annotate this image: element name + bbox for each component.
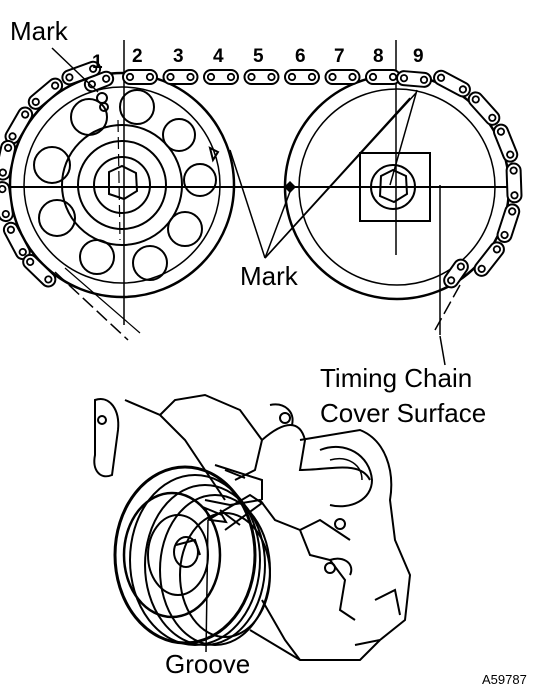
chain-link bbox=[492, 123, 519, 163]
link-numbers: 1 2 3 4 5 6 7 8 9 bbox=[92, 46, 424, 73]
chain-link bbox=[122, 69, 158, 85]
figure-code: A59787 bbox=[482, 672, 527, 687]
chain-link bbox=[4, 106, 34, 145]
link-number-8: 8 bbox=[373, 46, 384, 67]
chain-link bbox=[27, 77, 64, 110]
chain-link bbox=[505, 162, 523, 204]
chain-link bbox=[365, 69, 401, 85]
groove-label: Groove bbox=[165, 649, 250, 679]
chain-link bbox=[203, 69, 239, 85]
chain-link bbox=[243, 69, 280, 85]
engine-block-outline bbox=[93, 393, 412, 661]
chain-link bbox=[443, 258, 469, 289]
link-number-3: 3 bbox=[173, 46, 184, 67]
timing-chain-label: Timing Chain bbox=[320, 363, 472, 393]
mark-label-top: Mark bbox=[10, 16, 69, 46]
mark-label-center: Mark bbox=[240, 261, 299, 291]
link-number-4: 4 bbox=[213, 46, 224, 67]
link-number-6: 6 bbox=[295, 46, 306, 67]
chain-link bbox=[284, 69, 320, 85]
chain-link bbox=[0, 139, 17, 181]
link-number-2: 2 bbox=[132, 46, 143, 67]
chain-link bbox=[2, 221, 31, 261]
chain-link bbox=[395, 70, 433, 88]
timing-chain bbox=[0, 60, 523, 289]
link-number-5: 5 bbox=[253, 46, 264, 67]
left-camshaft-sprocket bbox=[8, 40, 236, 325]
chain-link bbox=[324, 69, 361, 85]
chain-link bbox=[162, 69, 199, 85]
chain-link bbox=[433, 69, 471, 98]
link-number-9: 9 bbox=[413, 46, 424, 67]
link-number-1: 1 bbox=[92, 52, 103, 73]
crankshaft-pulley bbox=[113, 465, 271, 653]
link-number-7: 7 bbox=[334, 46, 345, 67]
mark-diamond bbox=[284, 181, 296, 193]
chain-link bbox=[0, 181, 14, 223]
chain-link bbox=[473, 241, 505, 277]
chain-link bbox=[22, 253, 57, 288]
cover-surface-label: Cover Surface bbox=[320, 398, 486, 428]
chain-link bbox=[61, 60, 102, 86]
chain-link bbox=[496, 203, 521, 243]
chain-link bbox=[467, 91, 501, 126]
